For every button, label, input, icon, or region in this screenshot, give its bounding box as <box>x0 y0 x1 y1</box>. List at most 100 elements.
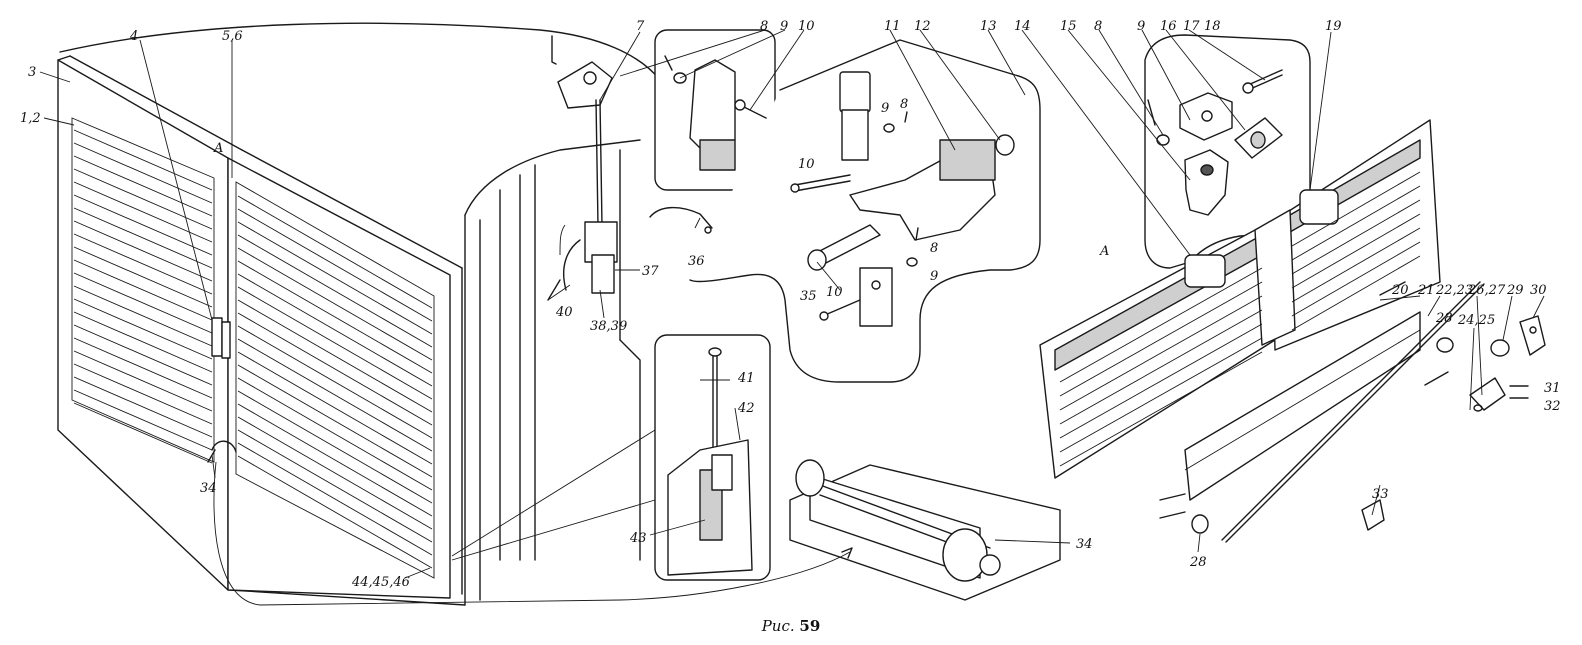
louvre-slat <box>1291 185 1421 261</box>
detail-panel-fork <box>654 29 776 191</box>
spring-clip <box>649 206 713 234</box>
callout-8-d: 8 <box>930 241 938 256</box>
louvre-slat <box>237 247 433 361</box>
louvre-slat <box>237 338 433 452</box>
callout-11: 11 <box>884 19 901 34</box>
callout-15: 15 <box>1060 19 1077 34</box>
callout-labels: 3 1,2 4 5,6 A 7 8 9 10 11 12 13 14 15 8 … <box>20 19 1561 590</box>
callout-5-6: 5,6 <box>222 29 243 44</box>
callout-9: 9 <box>780 19 788 34</box>
louvre-slat <box>237 325 433 439</box>
callout-34: 34 <box>200 481 217 496</box>
louvre-slat <box>1291 241 1421 317</box>
louvre-slat <box>237 299 433 413</box>
louvre-slat <box>73 220 213 282</box>
louvre-slat <box>237 260 433 374</box>
louvre-slat <box>73 259 213 321</box>
callout-19: 19 <box>1325 19 1342 34</box>
callout-35: 35 <box>800 289 817 304</box>
louvre-slat <box>73 376 213 438</box>
leader-lines <box>39 29 1545 579</box>
callout-40: 40 <box>555 305 573 320</box>
louvre-slat <box>73 155 213 217</box>
louvre-slat <box>1059 351 1263 467</box>
louvre-slat <box>1059 323 1263 439</box>
callout-14: 14 <box>1014 19 1031 34</box>
section-mark-a-left: A <box>213 141 223 156</box>
callout-44-45-46: 44,45,46 <box>351 575 410 590</box>
callout-3: 3 <box>28 65 36 80</box>
louvre-slat <box>73 142 213 204</box>
louvre-slat <box>73 298 213 360</box>
louvre-slat <box>73 233 213 295</box>
louvre-slat <box>73 246 213 308</box>
louvre-slat <box>73 207 213 269</box>
callout-28-b: 28 <box>1189 555 1207 570</box>
louvre-slat <box>237 351 433 465</box>
callout-10-c: 10 <box>826 285 843 300</box>
louvre-slats-right <box>237 195 433 569</box>
louvre-slat <box>1059 281 1263 397</box>
louvre-slat <box>73 168 213 230</box>
figure-caption: Рис. 59 <box>0 617 1582 635</box>
louvre-slat <box>237 273 433 387</box>
louvre-slat <box>73 272 213 334</box>
louvre-slat <box>1059 309 1263 425</box>
detail-panel-hinge <box>654 334 771 581</box>
callout-31: 31 <box>1544 381 1561 396</box>
callout-28: 28 <box>1435 311 1453 326</box>
louvre-slat <box>237 429 433 543</box>
callout-8-b: 8 <box>1094 19 1102 34</box>
louvre-slat <box>1059 337 1263 453</box>
louvre-slat <box>73 285 213 347</box>
callout-32: 32 <box>1544 399 1561 414</box>
caption-number: 59 <box>799 617 821 635</box>
callout-33: 33 <box>1372 487 1389 502</box>
callout-37: 37 <box>642 264 659 279</box>
roller-bracket-small <box>207 440 237 463</box>
callout-41: 41 <box>737 371 755 386</box>
louvre-slat <box>73 129 213 191</box>
callout-7: 7 <box>636 19 645 34</box>
louvre-slat <box>237 364 433 478</box>
callout-30: 30 <box>1530 283 1547 298</box>
callout-34-b: 34 <box>1076 537 1093 552</box>
louvre-slat <box>237 195 433 309</box>
louvre-slat <box>1291 227 1421 303</box>
louvre-slat <box>237 286 433 400</box>
lower-parts <box>1159 281 1546 543</box>
callout-17: 17 <box>1183 19 1200 34</box>
callout-24-25: 24,25 <box>1457 313 1495 328</box>
louvre-slat <box>237 221 433 335</box>
louvre-slat <box>237 442 433 556</box>
callout-9-c: 9 <box>881 101 889 116</box>
callout-36: 36 <box>688 254 705 269</box>
callout-21: 21 <box>1417 283 1435 298</box>
callout-8-c: 8 <box>900 97 908 112</box>
callout-9-b: 9 <box>1137 19 1145 34</box>
section-mark-a-right: A <box>1099 244 1109 259</box>
louvre-slat <box>237 377 433 491</box>
callout-20: 20 <box>1391 283 1409 298</box>
callout-4: 4 <box>129 29 138 44</box>
detail-panel-linkage <box>689 39 1041 383</box>
louvre-slat <box>73 194 213 256</box>
louvre-slat <box>237 390 433 504</box>
callout-8: 8 <box>760 19 768 34</box>
callout-1-2: 1,2 <box>20 111 41 126</box>
shutter-frame-left <box>57 55 463 599</box>
callout-12: 12 <box>914 19 931 34</box>
callout-10: 10 <box>798 19 815 34</box>
control-rod-assembly <box>547 35 618 301</box>
louvre-slat <box>1291 171 1421 247</box>
callout-26-27: 26,27 <box>1467 283 1506 298</box>
louvre-slat <box>1059 295 1263 411</box>
louvre-slat <box>73 311 213 373</box>
callout-9-d: 9 <box>930 269 938 284</box>
louvre-slat <box>73 337 213 399</box>
roller-detail <box>789 459 1061 601</box>
connector-curves <box>213 224 853 606</box>
louvre-slat <box>1291 213 1421 289</box>
